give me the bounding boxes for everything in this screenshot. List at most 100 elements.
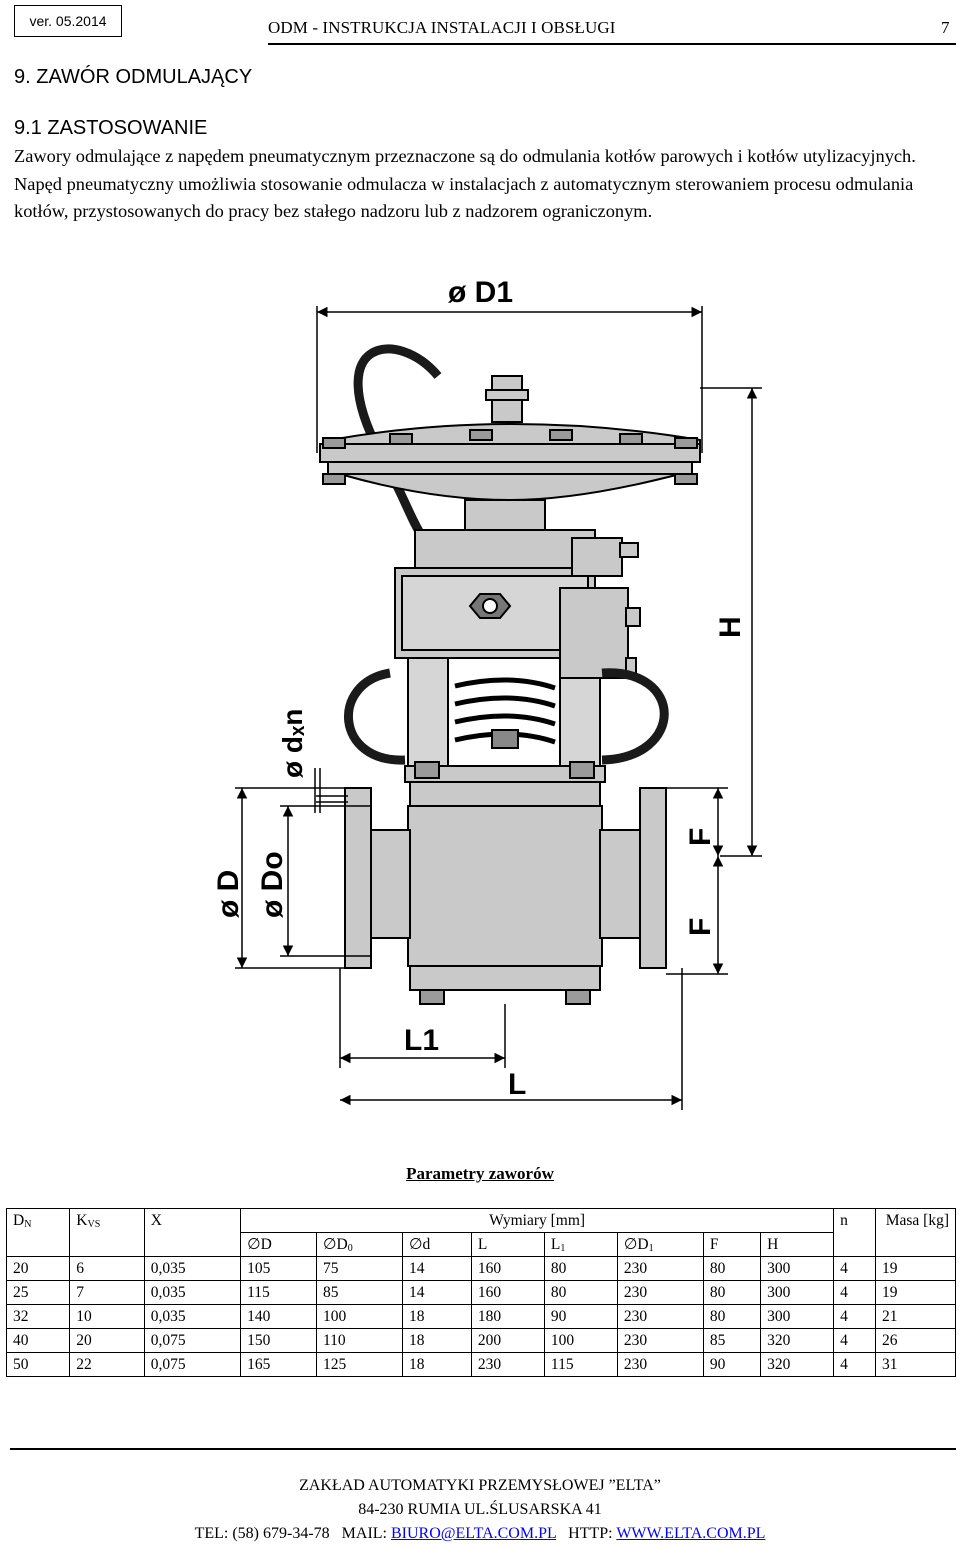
cell-n: 4: [833, 1304, 876, 1329]
cell-dd: 14: [401, 1280, 472, 1305]
cell-n: 4: [833, 1328, 876, 1353]
header-kvs: KVS: [69, 1208, 145, 1257]
cell-l1: 90: [543, 1304, 618, 1329]
cell-d: 140: [240, 1304, 317, 1329]
cell-d0: 75: [316, 1256, 403, 1281]
cell-d1: 230: [616, 1304, 704, 1329]
cell-d0: 125: [316, 1352, 403, 1377]
cell-h: 320: [760, 1328, 835, 1353]
table-title: Parametry zaworów: [406, 1164, 554, 1183]
cell-dd: 18: [401, 1352, 472, 1377]
cell-dn: 20: [5, 1256, 71, 1281]
cell-x: 0,035: [143, 1256, 242, 1281]
cell-dd: 18: [401, 1304, 472, 1329]
section-body: Zawory odmulające z napędem pneumatyczny…: [14, 146, 916, 221]
table-row: 25 7 0,035 115 85 14 160 80 230 80 300 4…: [5, 1280, 956, 1305]
cell-dd: 14: [401, 1256, 472, 1281]
subheader-l1: L1: [543, 1232, 618, 1257]
cell-l: 160: [470, 1256, 545, 1281]
label-do: ø Do: [256, 851, 289, 918]
table-header-row: DN KVS X Wymiary [mm] n Masa [kg]: [5, 1208, 956, 1257]
subheader-f: F: [702, 1232, 762, 1257]
cell-kvs: 6: [69, 1256, 145, 1281]
cell-l1: 80: [543, 1280, 618, 1305]
subheader-dd: ∅d: [401, 1232, 472, 1257]
header-dn: DN: [5, 1208, 71, 1257]
footer-tel: TEL: (58) 679-34-78: [194, 1525, 330, 1542]
footer-rule: [10, 1448, 956, 1450]
footer-mail-link[interactable]: BIURO@ELTA.COM.PL: [390, 1525, 557, 1542]
footer-mail-label: MAIL:: [341, 1525, 387, 1542]
label-d: ø D: [212, 870, 245, 918]
section-title: 9. ZAWÓR ODMULAJĄCY: [14, 66, 253, 88]
footer-http-label: HTTP:: [568, 1525, 613, 1542]
cell-d1: 230: [616, 1352, 704, 1377]
table-subheader-row: ∅D ∅D0 ∅d L L1 ∅D1 F H: [7, 1232, 956, 1257]
page-number: 7: [941, 18, 950, 37]
subheader-h: H: [760, 1232, 835, 1257]
cell-f: 80: [702, 1280, 762, 1305]
cell-l1: 115: [543, 1352, 618, 1377]
document-title: ODM - INSTRUKCJA INSTALACJI I OBSŁUGI: [268, 18, 616, 37]
table-row: 40 20 0,075 150 110 18 200 100 230 85 32…: [5, 1328, 956, 1353]
cell-f: 90: [702, 1352, 762, 1377]
cell-dn: 50: [5, 1352, 71, 1377]
table-row: 32 10 0,035 140 100 18 180 90 230 80 300…: [5, 1304, 956, 1329]
header-n: n: [833, 1208, 876, 1257]
subheader-d1: ∅D1: [616, 1232, 704, 1257]
cell-kvs: 22: [69, 1352, 145, 1377]
subheader-d0: ∅D0: [316, 1232, 403, 1257]
cell-d0: 100: [316, 1304, 403, 1329]
cell-l: 160: [470, 1280, 545, 1305]
footer-www-link[interactable]: WWW.ELTA.COM.PL: [616, 1525, 766, 1542]
cell-dn: 32: [5, 1304, 71, 1329]
label-f-top: F: [684, 828, 717, 846]
table-row: 20 6 0,035 105 75 14 160 80 230 80 300 4…: [5, 1256, 956, 1281]
cell-d: 105: [240, 1256, 317, 1281]
label-f-bottom: F: [684, 918, 717, 936]
cell-kvs: 10: [69, 1304, 145, 1329]
cell-f: 80: [702, 1256, 762, 1281]
cell-x: 0,035: [143, 1280, 242, 1305]
label-l: L: [508, 1068, 526, 1101]
cell-n: 4: [833, 1352, 876, 1377]
cell-mass: 31: [875, 1352, 956, 1377]
footer-address: 84-230 RUMIA UL.ŚLUSARSKA 41: [358, 1501, 602, 1518]
cell-dd: 18: [401, 1328, 472, 1353]
header-rule: [268, 43, 956, 45]
cell-d: 150: [240, 1328, 317, 1353]
cell-dn: 40: [5, 1328, 71, 1353]
cell-l1: 80: [543, 1256, 618, 1281]
label-l1: L1: [404, 1024, 439, 1057]
version-label: ver. 05.2014: [14, 5, 122, 37]
label-dxn: ø dₓn: [277, 709, 308, 778]
subheader-l: L: [470, 1232, 545, 1257]
cell-d1: 230: [616, 1328, 704, 1353]
footer-company: ZAKŁAD AUTOMATYKI PRZEMYSŁOWEJ ”ELTA”: [299, 1477, 661, 1494]
header-mass: Masa [kg]: [875, 1208, 956, 1257]
cell-f: 85: [702, 1328, 762, 1353]
subheader-d: ∅D: [240, 1232, 317, 1257]
cell-l: 180: [470, 1304, 545, 1329]
cell-n: 4: [833, 1256, 876, 1281]
cell-d1: 230: [616, 1280, 704, 1305]
cell-x: 0,075: [143, 1328, 242, 1353]
cell-h: 300: [760, 1280, 835, 1305]
cell-l: 200: [470, 1328, 545, 1353]
valve-drawing: ø D1 H ø dₓn ø D ø Do F F L1 L: [212, 276, 762, 1110]
footer: ZAKŁAD AUTOMATYKI PRZEMYSŁOWEJ ”ELTA” 84…: [0, 1474, 960, 1545]
cell-l: 230: [470, 1352, 545, 1377]
cell-mass: 21: [875, 1304, 956, 1329]
cell-d: 165: [240, 1352, 317, 1377]
header-dimensions: Wymiary [mm]: [240, 1208, 835, 1233]
cell-x: 0,035: [143, 1304, 242, 1329]
cell-mass: 19: [875, 1280, 956, 1305]
cell-d0: 85: [316, 1280, 403, 1305]
parameters-table: DN KVS X Wymiary [mm] n Masa [kg] ∅D ∅D0…: [5, 1208, 956, 1377]
cell-mass: 26: [875, 1328, 956, 1353]
cell-kvs: 7: [69, 1280, 145, 1305]
cell-d1: 230: [616, 1256, 704, 1281]
cell-h: 300: [760, 1256, 835, 1281]
cell-kvs: 20: [69, 1328, 145, 1353]
subsection-title: 9.1 ZASTOSOWANIE: [14, 117, 208, 139]
